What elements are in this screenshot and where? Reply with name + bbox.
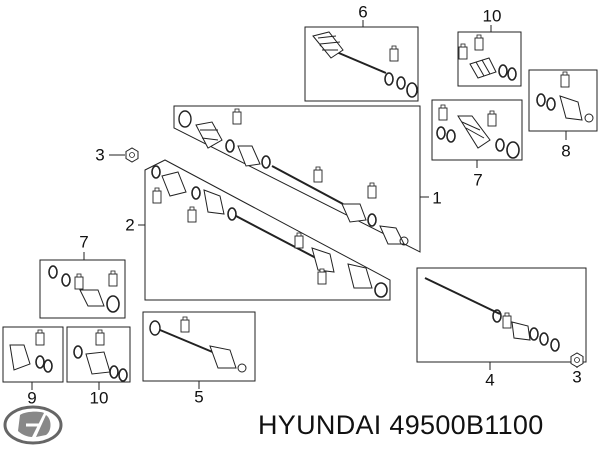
box-part-10-left: [66, 326, 131, 390]
nut-part-3-left: [109, 147, 139, 163]
callout-8: 8: [561, 141, 571, 161]
box-part-10-top: [457, 25, 522, 87]
callout-10-top: 10: [482, 6, 502, 26]
callout-2: 2: [125, 215, 135, 235]
box-part-8: [528, 69, 598, 140]
hyundai-logo-icon: [3, 405, 63, 445]
callout-9: 9: [27, 388, 37, 408]
box-part-7-left: [39, 252, 126, 319]
box-part-9: [2, 326, 64, 390]
callout-1: 1: [432, 188, 442, 208]
callout-7-top: 7: [473, 170, 483, 190]
callout-3-left: 3: [95, 145, 105, 165]
callout-4: 4: [485, 370, 495, 390]
box-part-4: [416, 267, 587, 370]
box-part-2: [138, 159, 391, 301]
callout-10-left: 10: [89, 388, 109, 408]
callout-6: 6: [358, 2, 368, 22]
callout-3-right: 3: [572, 367, 582, 387]
box-part-6: [304, 20, 419, 102]
callout-7-left: 7: [79, 232, 89, 252]
callout-5: 5: [194, 387, 204, 407]
box-part-1: [173, 105, 429, 253]
box-part-7-top: [431, 99, 523, 168]
part-number-label: HYUNDAI 49500B1100: [258, 410, 544, 440]
nut-part-3-right: [570, 352, 584, 368]
box-part-5: [142, 311, 256, 389]
